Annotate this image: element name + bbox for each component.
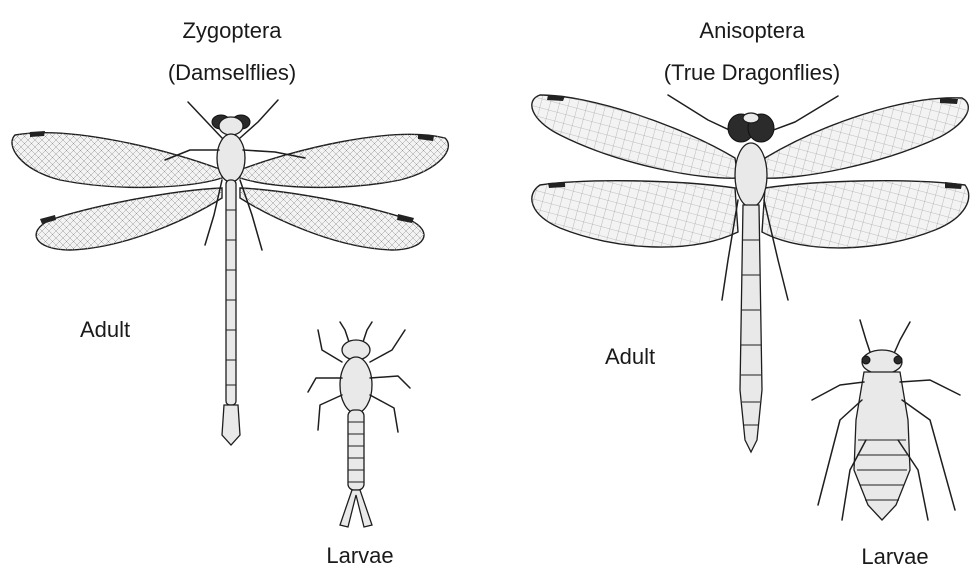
dragonfly-forewing-left: [532, 95, 738, 178]
dragonfly-hindwing-right: [762, 181, 969, 248]
damselfly-adult-illustration: [12, 100, 448, 445]
dragonfly-head: [743, 113, 759, 123]
dragonfly-thorax: [735, 143, 767, 207]
damselfly-larva-illustration: [308, 322, 410, 527]
zygoptera-adult-label: Adult: [80, 319, 130, 341]
damselfly-abdomen-tip: [222, 405, 240, 445]
damselfly-forewing-left: [12, 131, 222, 187]
damselfly-hindwing-right: [240, 188, 424, 250]
damselfly-thorax: [217, 134, 245, 182]
anisoptera-larvae-label: Larvae: [861, 546, 928, 568]
damselfly-larva-thorax: [340, 357, 372, 413]
damselfly-larva-gills: [340, 490, 372, 527]
anisoptera-adult-label: Adult: [605, 346, 655, 368]
dragonfly-hindwing-left: [532, 181, 738, 247]
dragonfly-abdomen: [740, 205, 762, 452]
zygoptera-larvae-label: Larvae: [326, 545, 393, 567]
zygoptera-title: Zygoptera: [182, 20, 281, 42]
damselfly-abdomen: [226, 180, 236, 405]
anisoptera-subtitle: (True Dragonflies): [664, 62, 840, 84]
zygoptera-subtitle: (Damselflies): [168, 62, 296, 84]
damselfly-hindwing-left: [36, 188, 222, 250]
anisoptera-title: Anisoptera: [699, 20, 804, 42]
dragonfly-forewing-right: [762, 98, 968, 178]
dragonfly-larva-illustration: [812, 320, 960, 520]
damselfly-head: [219, 117, 243, 135]
damselfly-forewing-right: [240, 134, 448, 187]
